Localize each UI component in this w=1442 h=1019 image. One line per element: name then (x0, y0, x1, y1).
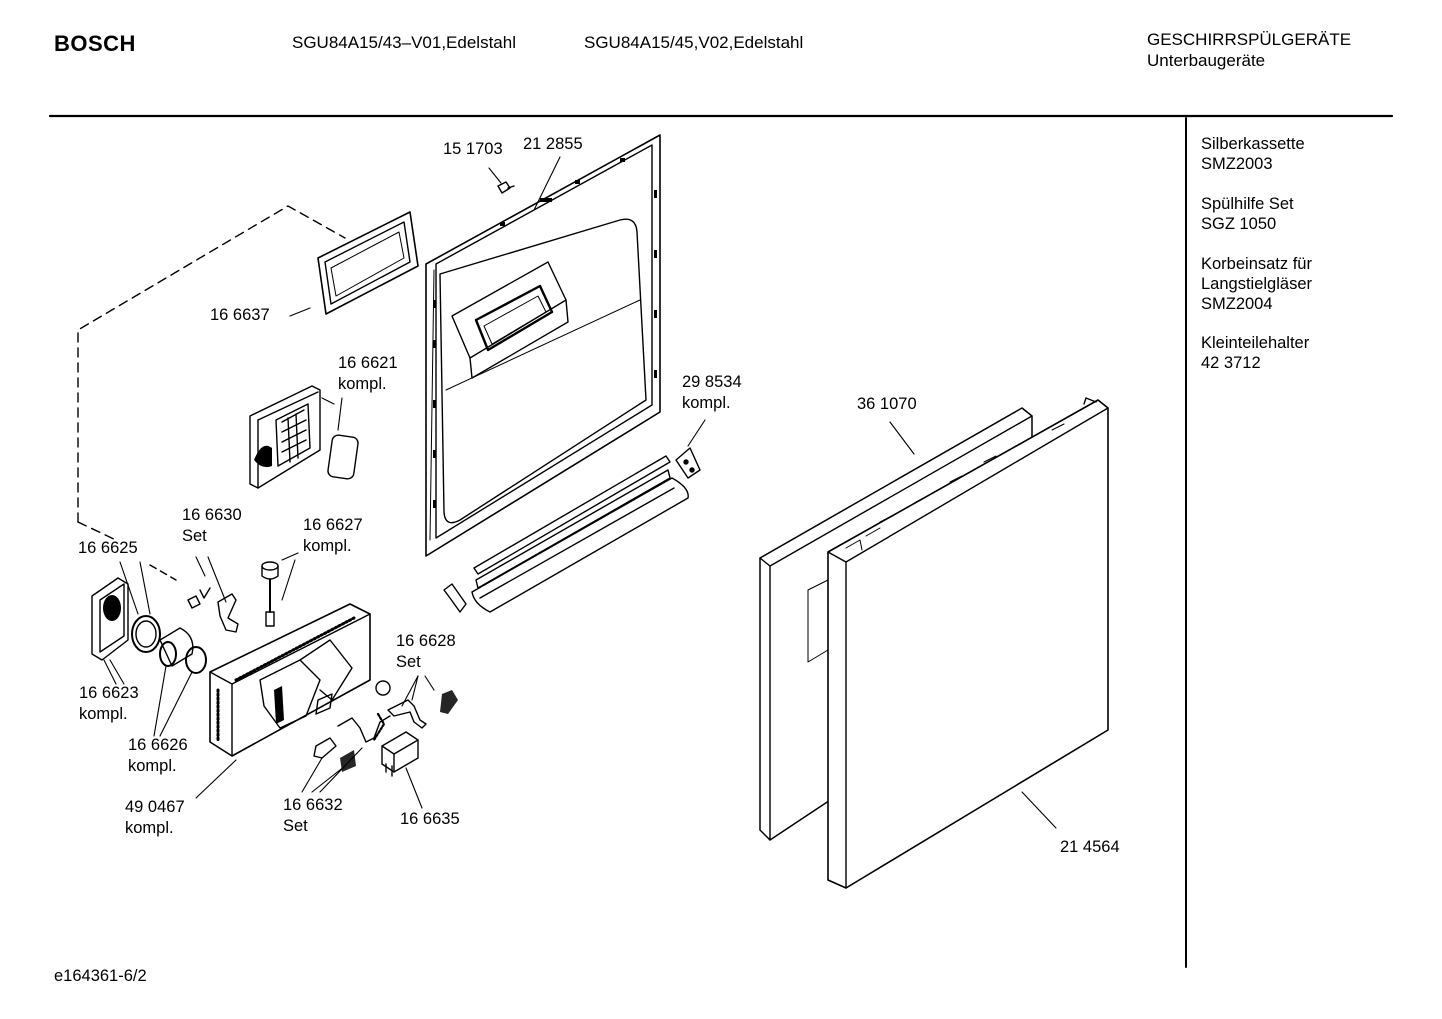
lock-cylinder-part (159, 627, 207, 674)
dispenser-housing-part (209, 603, 371, 757)
model-label-1: SGU84A15/43–V01,Edelstahl (292, 33, 516, 52)
part-label: 36 1070 (857, 395, 917, 413)
leader-lines (103, 156, 1057, 829)
part-label: 16 6637 (210, 306, 270, 324)
part-label: 21 4564 (1060, 838, 1120, 856)
part-label: 21 2855 (523, 135, 583, 153)
door-front-panel-front (827, 397, 1109, 889)
inner-door-panel (425, 134, 661, 557)
valve-pin-part (261, 561, 279, 627)
sealing-ring-part (131, 615, 161, 653)
bottom-trim-rails (443, 455, 689, 613)
part-label: 15 1703 (443, 140, 503, 158)
hinge-clip-part (675, 447, 701, 479)
brand-logo: BOSCH (54, 31, 136, 56)
part-label: 16 6635 (400, 810, 460, 828)
micro-switch-part (381, 731, 419, 777)
part-label: 16 6625 (78, 539, 138, 557)
rinse-aid-cap-part (249, 385, 359, 489)
latch-set-part (313, 680, 458, 772)
door-handle-cover-part (91, 577, 129, 661)
category-title: GESCHIRRSPÜLGERÄTE (1147, 30, 1352, 49)
document-id: e164361-6/2 (54, 967, 147, 985)
assembly-dashed-outline (77, 205, 346, 523)
screw-part (497, 181, 515, 194)
model-label-2: SGU84A15/45,V02,Edelstahl (584, 33, 804, 52)
seal-frame-part (317, 211, 419, 315)
category-subtitle: Unterbaugeräte (1147, 51, 1266, 70)
spring-set-part (187, 587, 239, 633)
